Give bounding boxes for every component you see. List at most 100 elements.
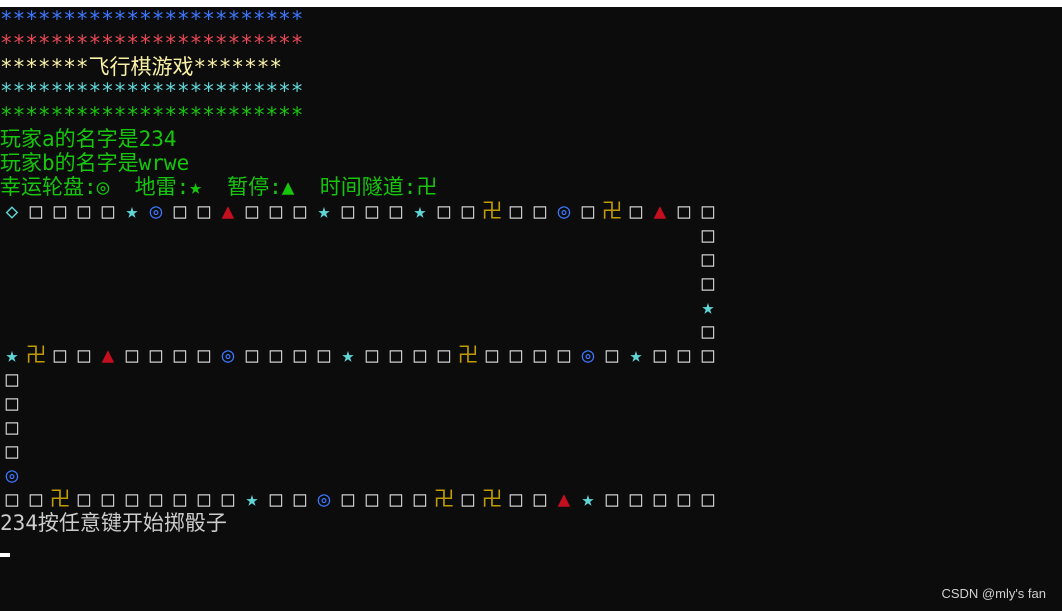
empty-cell: □ <box>173 199 187 223</box>
empty-cell: □ <box>389 199 403 223</box>
empty-cell: □ <box>245 199 259 223</box>
mine-cell: ★ <box>341 343 355 367</box>
empty-cell: □ <box>557 343 571 367</box>
empty-cell: □ <box>125 343 139 367</box>
empty-cell: □ <box>701 319 715 343</box>
console-window: ************************ ***************… <box>0 7 1062 611</box>
board-column-left: □□□□◎ <box>0 367 24 487</box>
text-cursor <box>0 553 10 557</box>
empty-cell: □ <box>221 487 235 511</box>
empty-cell: □ <box>413 343 427 367</box>
empty-cell: □ <box>629 199 643 223</box>
empty-cell: □ <box>269 199 283 223</box>
empty-cell: □ <box>485 343 499 367</box>
empty-cell: □ <box>701 247 715 271</box>
empty-cell: □ <box>581 199 595 223</box>
roll-dice-prompt: 234按任意键开始掷骰子 <box>0 511 227 535</box>
empty-cell: □ <box>149 487 163 511</box>
empty-cell: □ <box>5 367 19 391</box>
empty-cell: □ <box>509 343 523 367</box>
empty-cell: □ <box>389 487 403 511</box>
empty-cell: □ <box>5 415 19 439</box>
empty-cell: □ <box>5 391 19 415</box>
empty-cell: □ <box>701 223 715 247</box>
empty-cell: □ <box>629 487 643 511</box>
empty-cell: □ <box>437 199 451 223</box>
empty-cell: □ <box>653 343 667 367</box>
lucky-wheel-cell: ◎ <box>317 487 331 511</box>
empty-cell: □ <box>701 343 715 367</box>
legend-line: 幸运轮盘:◎ 地雷:★ 暂停:▲ 时间隧道:卍 <box>0 175 438 199</box>
empty-cell: □ <box>461 487 475 511</box>
empty-cell: □ <box>293 343 307 367</box>
board-column-right: □□□★□ <box>696 223 720 343</box>
empty-cell: □ <box>509 487 523 511</box>
lucky-wheel-cell: ◎ <box>557 199 571 223</box>
mine-cell: ★ <box>413 199 427 223</box>
empty-cell: □ <box>149 343 163 367</box>
start-cell: ◇ <box>5 199 19 223</box>
empty-cell: □ <box>605 343 619 367</box>
empty-cell: □ <box>293 487 307 511</box>
empty-cell: □ <box>245 343 259 367</box>
header-star-line-1: ************************ <box>0 7 304 31</box>
lucky-wheel-cell: ◎ <box>149 199 163 223</box>
time-tunnel-cell: 卍 <box>49 487 71 511</box>
mine-cell: ★ <box>125 199 139 223</box>
empty-cell: □ <box>389 343 403 367</box>
empty-cell: □ <box>173 487 187 511</box>
time-tunnel-cell: 卍 <box>601 199 623 223</box>
header-star-line-2: ************************ <box>0 31 304 55</box>
header-star-line-4: ************************ <box>0 79 304 103</box>
empty-cell: □ <box>701 199 715 223</box>
lucky-wheel-cell: ◎ <box>221 343 235 367</box>
board-row-top: ◇□□□□★◎□□▲□□□★□□□★□□卍□□◎□卍□▲□□ <box>0 199 720 223</box>
lucky-wheel-cell: ◎ <box>581 343 595 367</box>
empty-cell: □ <box>125 487 139 511</box>
lucky-wheel-cell: ◎ <box>5 463 19 487</box>
empty-cell: □ <box>197 199 211 223</box>
pause-cell: ▲ <box>557 487 571 511</box>
mine-cell: ★ <box>629 343 643 367</box>
empty-cell: □ <box>317 343 331 367</box>
empty-cell: □ <box>269 343 283 367</box>
time-tunnel-cell: 卍 <box>481 487 503 511</box>
pause-cell: ▲ <box>101 343 115 367</box>
empty-cell: □ <box>653 487 667 511</box>
empty-cell: □ <box>269 487 283 511</box>
game-title-line: *******飞行棋游戏******* <box>0 55 283 79</box>
empty-cell: □ <box>533 199 547 223</box>
pause-cell: ▲ <box>653 199 667 223</box>
watermark: CSDN @mly's fan <box>941 586 1046 601</box>
empty-cell: □ <box>101 487 115 511</box>
empty-cell: □ <box>677 199 691 223</box>
time-tunnel-cell: 卍 <box>433 487 455 511</box>
mine-cell: ★ <box>245 487 259 511</box>
empty-cell: □ <box>77 343 91 367</box>
empty-cell: □ <box>701 487 715 511</box>
empty-cell: □ <box>365 199 379 223</box>
mine-cell: ★ <box>317 199 331 223</box>
mine-cell: ★ <box>701 295 715 319</box>
empty-cell: □ <box>29 487 43 511</box>
empty-cell: □ <box>533 343 547 367</box>
empty-cell: □ <box>53 199 67 223</box>
empty-cell: □ <box>677 487 691 511</box>
empty-cell: □ <box>341 199 355 223</box>
player-b-name: 玩家b的名字是wrwe <box>0 151 190 175</box>
empty-cell: □ <box>197 343 211 367</box>
empty-cell: □ <box>5 487 19 511</box>
time-tunnel-cell: 卍 <box>25 343 47 367</box>
empty-cell: □ <box>53 343 67 367</box>
pause-cell: ▲ <box>221 199 235 223</box>
empty-cell: □ <box>365 487 379 511</box>
empty-cell: □ <box>437 343 451 367</box>
player-a-name: 玩家a的名字是234 <box>0 127 177 151</box>
time-tunnel-cell: 卍 <box>481 199 503 223</box>
empty-cell: □ <box>341 487 355 511</box>
empty-cell: □ <box>677 343 691 367</box>
empty-cell: □ <box>509 199 523 223</box>
mine-cell: ★ <box>581 487 595 511</box>
empty-cell: □ <box>533 487 547 511</box>
mine-cell: ★ <box>5 343 19 367</box>
